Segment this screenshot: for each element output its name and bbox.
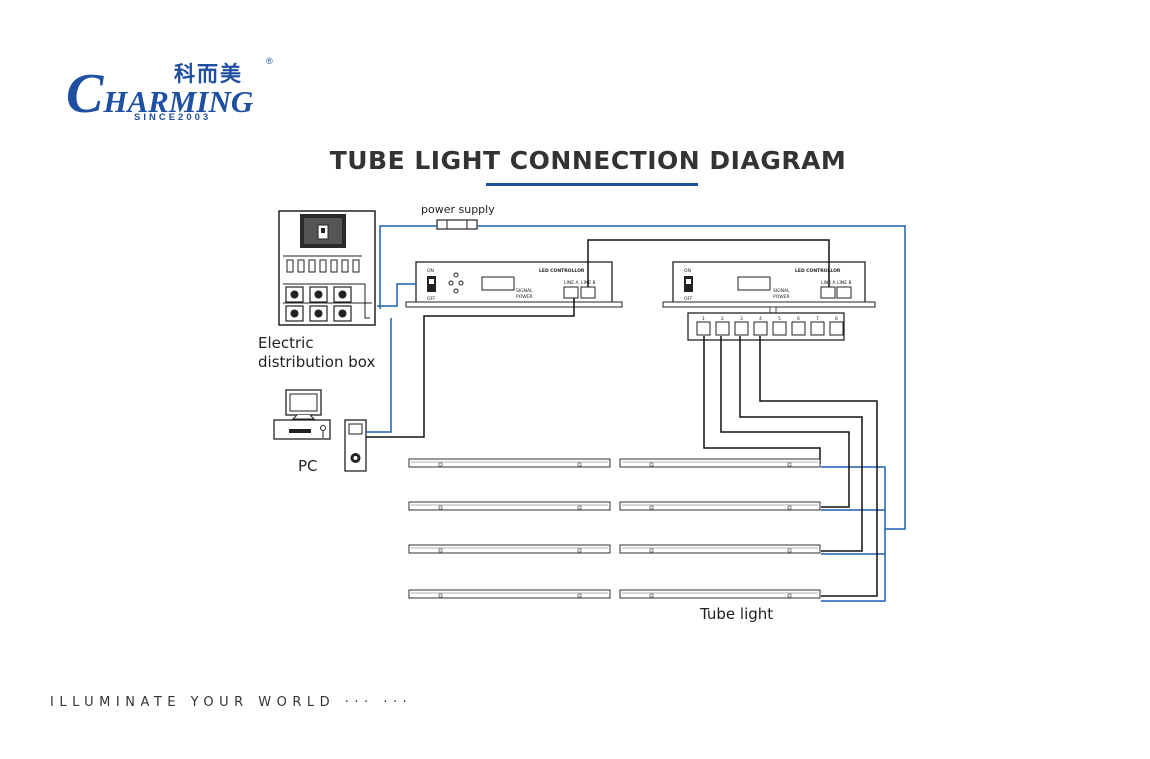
tube-light: [408, 458, 611, 468]
brand-wordmark: CHARMING: [66, 66, 253, 122]
left-controller-name: LED CONTROLLOR: [539, 268, 585, 274]
tube-light: [619, 544, 821, 554]
tube-light-label: Tube light: [700, 605, 774, 623]
tube-light-clip: [438, 548, 443, 553]
tube-light: [619, 501, 821, 511]
tube-light-clip: [649, 462, 654, 467]
right-controller-name: LED CONTROLLOR: [795, 268, 841, 274]
tube-light-clip: [577, 548, 582, 553]
splitter-port: [715, 321, 730, 336]
distribution-box-label-line1: Electric: [258, 334, 314, 352]
led-controller-right: ON OFF LED CONTROLLOR SIGNAL POWER LINE …: [662, 261, 876, 315]
tube-lights: [408, 458, 821, 599]
splitter-port-label: 3: [740, 316, 743, 322]
brand-since: SINCE2003: [134, 112, 212, 123]
wordmark-rest: HARMING: [103, 84, 254, 119]
left-on-label: ON: [427, 268, 434, 274]
brand-chinese-name: 科而美: [174, 62, 243, 86]
tube-light: [619, 458, 821, 468]
splitter-port-label: 6: [797, 316, 800, 322]
brand-logo: 科而美 ® CHARMING SINCE2003: [62, 52, 292, 132]
led-controller-left: ON OFF LED CONTROLLOR SIGNAL POWER LINE …: [405, 261, 623, 308]
left-signal-label: SIGNAL: [516, 288, 533, 294]
black-wires: [366, 239, 878, 597]
tube-light: [408, 544, 611, 554]
registered-mark: ®: [266, 56, 273, 66]
left-line-a: LINE A: [564, 280, 579, 286]
tube-light-clip: [438, 593, 443, 598]
title-underline: [486, 183, 698, 186]
wordmark-initial: C: [66, 63, 104, 125]
tube-light-clip: [649, 548, 654, 553]
tube-light-clip: [438, 505, 443, 510]
distribution-box-label-line2: distribution box: [258, 353, 376, 371]
pc-label: PC: [298, 457, 318, 475]
splitter-port-label: 4: [759, 316, 762, 322]
splitter-port: [791, 321, 806, 336]
splitter-port-label: 5: [778, 316, 781, 322]
splitter-port: [810, 321, 825, 336]
right-signal-label: SIGNAL: [773, 288, 790, 294]
slogan: ILLUMINATE YOUR WORLD ··· ···: [50, 695, 413, 710]
right-power-label: POWER: [773, 294, 790, 300]
splitter-port-label: 1: [702, 316, 705, 322]
tube-light-clip: [787, 462, 792, 467]
tube-light-clip: [438, 462, 443, 467]
power-supply: [436, 219, 478, 230]
splitter-port: [734, 321, 749, 336]
splitter-port: [696, 321, 711, 336]
page-title: TUBE LIGHT CONNECTION DIAGRAM: [329, 146, 847, 175]
splitter-port: [753, 321, 768, 336]
power-supply-label: power supply: [421, 203, 495, 216]
tube-light: [619, 589, 821, 599]
left-off-label: OFF: [427, 296, 436, 302]
splitter-port-label: 8: [835, 316, 838, 322]
splitter-port-label: 7: [816, 316, 819, 322]
tube-light-clip: [577, 593, 582, 598]
tube-light-clip: [649, 593, 654, 598]
tube-light-clip: [787, 548, 792, 553]
blue-wires: [366, 225, 906, 602]
left-power-label: POWER: [516, 294, 533, 300]
signal-splitter: 1 2 3 4 5 6 7 8: [687, 312, 845, 341]
splitter-port: [829, 321, 844, 336]
tube-light: [408, 589, 611, 599]
electric-distribution-box: [278, 210, 376, 326]
tube-light-clip: [787, 505, 792, 510]
right-line-b: LINE B: [837, 280, 852, 286]
tube-light: [408, 501, 611, 511]
tube-light-clip: [649, 505, 654, 510]
tube-light-clip: [787, 593, 792, 598]
right-off-label: OFF: [684, 296, 693, 302]
splitter-port-label: 2: [721, 316, 724, 322]
tube-light-clip: [577, 505, 582, 510]
tube-light-clip: [577, 462, 582, 467]
splitter-port: [772, 321, 787, 336]
right-on-label: ON: [684, 268, 691, 274]
pc-computer: [273, 389, 367, 472]
